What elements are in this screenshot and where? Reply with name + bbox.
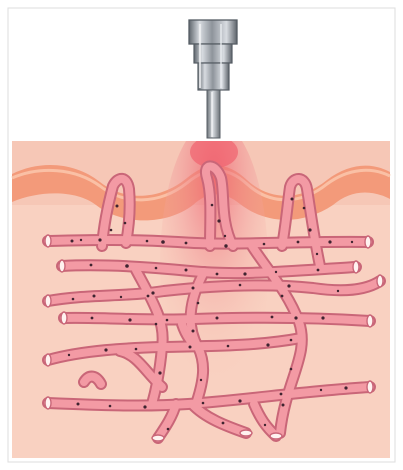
diagram-canvas (0, 0, 403, 470)
